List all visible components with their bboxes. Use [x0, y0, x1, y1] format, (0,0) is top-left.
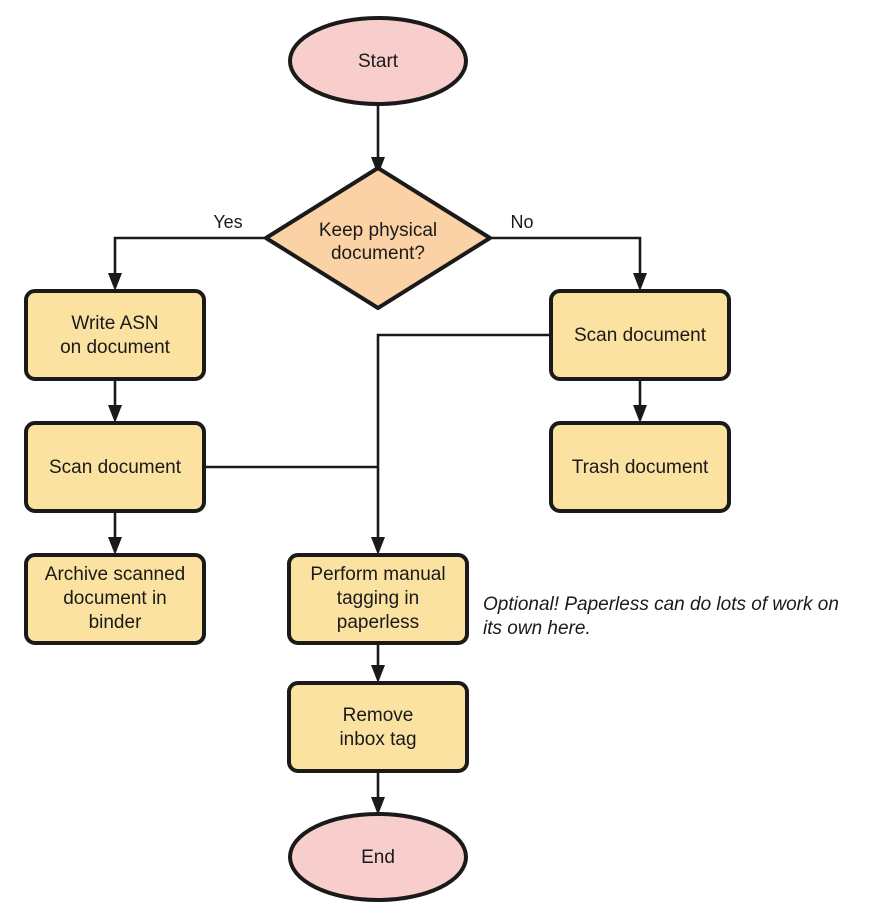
edge-decision-no-to-scan-right — [489, 236, 647, 291]
node-decision-keep-physical-document[interactable]: Keep physical document? — [264, 166, 492, 310]
node-archive-scanned-document[interactable]: Archive scanned document in binder — [24, 553, 206, 645]
node-archive-label-line1: Archive scanned — [45, 564, 185, 585]
node-manual-tagging-label-line1: Perform manual — [310, 564, 445, 585]
node-manual-tagging-label-line2: tagging in — [337, 588, 419, 609]
node-start-label: Start — [358, 51, 399, 72]
edge-label-yes: Yes — [213, 212, 242, 232]
edge-label-no: No — [510, 212, 533, 232]
node-end[interactable]: End — [288, 812, 468, 902]
node-write-asn-label-line2: on document — [60, 337, 171, 358]
annotation-optional-note: Optional! Paperless can do lots of work … — [483, 594, 839, 639]
annotation-line1: Optional! Paperless can do lots of work … — [483, 594, 839, 615]
node-decision-label-line2: document? — [331, 243, 425, 264]
edge-scan-right-to-trash — [633, 379, 647, 423]
edge-write-asn-to-scan-left — [108, 379, 122, 423]
node-archive-label-line2: document in — [63, 588, 167, 609]
edge-decision-yes-to-write-asn — [108, 236, 267, 291]
edge-scan-right-to-manual-tagging — [371, 333, 552, 555]
node-remove-inbox-label-line2: inbox tag — [339, 729, 416, 750]
node-manual-tagging[interactable]: Perform manual tagging in paperless — [287, 553, 469, 645]
node-end-label: End — [361, 847, 395, 868]
node-remove-inbox-label-line1: Remove — [343, 705, 414, 726]
node-remove-inbox-tag[interactable]: Remove inbox tag — [287, 681, 469, 773]
node-write-asn[interactable]: Write ASN on document — [24, 289, 206, 381]
node-scan-document-left[interactable]: Scan document — [24, 421, 206, 513]
node-scan-document-right-label: Scan document — [574, 325, 707, 346]
edge-remove-inbox-to-end — [371, 771, 385, 815]
annotation-line2: its own here. — [483, 618, 591, 639]
edge-manual-tagging-to-remove-inbox — [371, 643, 385, 683]
node-start[interactable]: Start — [288, 16, 468, 106]
node-manual-tagging-label-line3: paperless — [337, 612, 419, 633]
node-decision-label-line1: Keep physical — [319, 220, 437, 241]
node-scan-document-left-label: Scan document — [49, 457, 182, 478]
node-write-asn-label-line1: Write ASN — [71, 313, 158, 334]
node-trash-document-label: Trash document — [572, 457, 709, 478]
node-trash-document[interactable]: Trash document — [549, 421, 731, 513]
edge-scan-left-to-archive — [108, 511, 122, 555]
node-archive-label-line3: binder — [89, 612, 142, 633]
edge-start-to-decision — [371, 103, 385, 175]
node-scan-document-right[interactable]: Scan document — [549, 289, 731, 381]
